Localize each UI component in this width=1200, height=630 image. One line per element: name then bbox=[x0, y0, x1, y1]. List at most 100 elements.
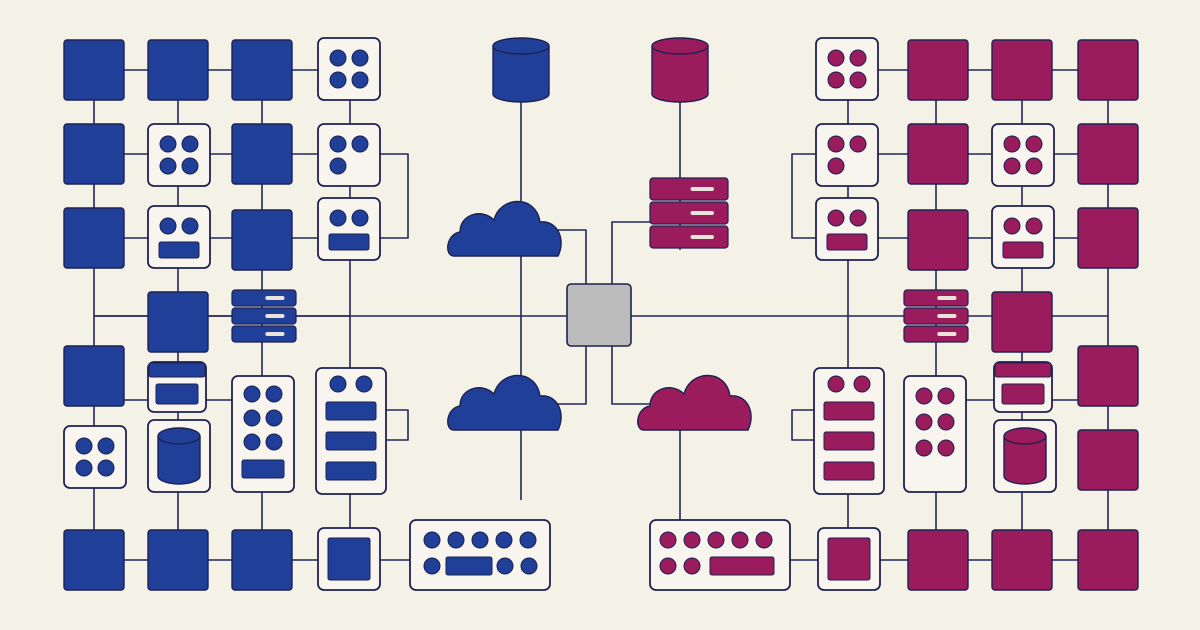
server-unit bbox=[231, 325, 297, 343]
port-dot bbox=[659, 557, 677, 575]
square-node bbox=[1077, 39, 1139, 101]
port-bar bbox=[445, 556, 493, 576]
port-bar bbox=[709, 556, 775, 576]
panel-frame bbox=[63, 425, 127, 489]
square-node bbox=[63, 39, 125, 101]
panel-frame bbox=[815, 197, 879, 261]
database-icon bbox=[157, 427, 201, 485]
server-light bbox=[937, 332, 957, 336]
port-bar bbox=[325, 401, 377, 421]
wide-port-panel bbox=[409, 519, 551, 591]
port-dot bbox=[351, 49, 369, 67]
panel-frame bbox=[815, 37, 879, 101]
port-dot bbox=[915, 439, 933, 457]
port-dot bbox=[97, 459, 115, 477]
port-dot bbox=[75, 437, 93, 455]
port-bar bbox=[1002, 241, 1044, 259]
triple-port-panel bbox=[815, 123, 879, 187]
database-top bbox=[157, 427, 201, 445]
port-dot bbox=[243, 433, 261, 451]
server-light bbox=[937, 314, 957, 318]
square-node bbox=[63, 207, 125, 269]
cloud-icon bbox=[637, 374, 752, 431]
port-dot bbox=[683, 557, 701, 575]
server-stack-icon bbox=[903, 289, 969, 343]
port-dot bbox=[849, 71, 867, 89]
panel-frame bbox=[147, 205, 211, 269]
server-light bbox=[690, 235, 714, 239]
panel-frame bbox=[991, 205, 1055, 269]
dot-bar-panel bbox=[815, 197, 879, 261]
database-body bbox=[492, 46, 550, 103]
framed-node-panel bbox=[317, 527, 381, 591]
port-dot bbox=[827, 135, 845, 153]
port-dot bbox=[937, 439, 955, 457]
port-bar bbox=[241, 459, 285, 479]
square-node bbox=[907, 39, 969, 101]
central-hub bbox=[566, 283, 632, 347]
panel-frame bbox=[903, 375, 967, 493]
dot-bar-panel bbox=[991, 205, 1055, 269]
server-light bbox=[265, 296, 285, 300]
square-node bbox=[1077, 345, 1139, 407]
port-dot bbox=[447, 531, 465, 549]
port-dot bbox=[1025, 135, 1043, 153]
quad-port-panel bbox=[147, 123, 211, 187]
port-bar bbox=[823, 431, 875, 451]
database-body bbox=[651, 46, 709, 103]
server-light bbox=[690, 187, 714, 191]
window-panel bbox=[993, 361, 1053, 413]
cloud-icon bbox=[447, 374, 562, 431]
square-node bbox=[231, 39, 293, 101]
port-dot bbox=[423, 531, 441, 549]
server-stack-icon bbox=[649, 177, 729, 249]
port-dot bbox=[265, 409, 283, 427]
square-node bbox=[907, 123, 969, 185]
square-node bbox=[231, 209, 293, 271]
port-dot bbox=[731, 531, 749, 549]
port-dot bbox=[827, 375, 845, 393]
panel-frame bbox=[317, 123, 381, 187]
server-unit bbox=[649, 201, 729, 225]
wide-port-panel bbox=[649, 519, 791, 591]
dot-bar-panel bbox=[147, 205, 211, 269]
square-node bbox=[1077, 429, 1139, 491]
port-dot bbox=[849, 209, 867, 227]
square-node bbox=[63, 123, 125, 185]
tall-port-panel bbox=[231, 375, 295, 493]
port-dot bbox=[97, 437, 115, 455]
server-unit bbox=[903, 325, 969, 343]
port-dot bbox=[351, 71, 369, 89]
port-bar bbox=[826, 233, 868, 251]
server-unit bbox=[903, 289, 969, 307]
port-dot bbox=[329, 157, 347, 175]
port-dot bbox=[495, 531, 513, 549]
port-dot bbox=[849, 49, 867, 67]
panel-frame bbox=[409, 519, 551, 591]
port-dot bbox=[423, 557, 441, 575]
port-dot bbox=[243, 409, 261, 427]
port-dot bbox=[1003, 157, 1021, 175]
port-dot bbox=[827, 157, 845, 175]
square-node bbox=[991, 529, 1053, 591]
port-dot bbox=[496, 557, 514, 575]
port-bar bbox=[1001, 383, 1045, 405]
square-node bbox=[147, 291, 209, 353]
connector-line bbox=[380, 409, 409, 441]
quad-port-panel bbox=[991, 123, 1055, 187]
port-dot bbox=[351, 135, 369, 153]
port-dot bbox=[181, 135, 199, 153]
database-icon bbox=[651, 37, 709, 103]
connector-line bbox=[380, 153, 409, 239]
server-light bbox=[937, 296, 957, 300]
tall-port-panel bbox=[903, 375, 967, 493]
port-dot bbox=[1025, 157, 1043, 175]
database-icon bbox=[492, 37, 550, 103]
port-dot bbox=[707, 531, 725, 549]
port-dot bbox=[520, 557, 538, 575]
port-dot bbox=[827, 71, 845, 89]
port-dot bbox=[853, 375, 871, 393]
port-dot bbox=[915, 413, 933, 431]
